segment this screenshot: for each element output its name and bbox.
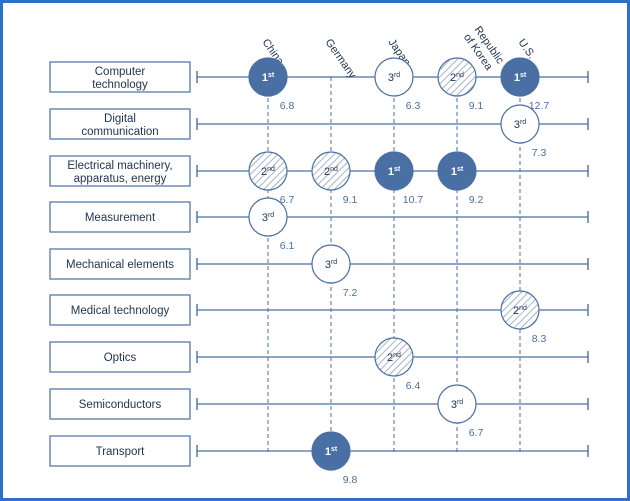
rank-circle: [311, 431, 351, 471]
rank-circle: [437, 151, 477, 191]
rank-mark: 2nd 9.1: [311, 151, 358, 206]
rank-circle: [248, 57, 288, 97]
category-box: [49, 388, 191, 420]
technology-row: Optics: [49, 341, 589, 373]
category-box: [49, 201, 191, 233]
rank-label: 1st: [451, 166, 464, 178]
value-label: 10.7: [403, 194, 424, 206]
value-label: 9.1: [469, 100, 484, 112]
value-label: 6.1: [280, 240, 295, 252]
category-box: [49, 61, 191, 93]
category-box: [49, 155, 191, 187]
rank-circle: [248, 151, 288, 191]
rank-label: 2nd: [261, 166, 275, 178]
rank-circle: [500, 104, 540, 144]
rank-mark: 2nd 6.7: [248, 151, 295, 206]
value-label: 9.1: [343, 194, 358, 206]
category-box: [49, 294, 191, 326]
rank-label: 1st: [262, 72, 275, 84]
technology-row: Measurement: [49, 201, 589, 233]
rank-circle: [374, 337, 414, 377]
rank-mark: 2nd 9.1: [437, 57, 484, 112]
rank-mark: 2nd 8.3: [500, 290, 547, 345]
category-label: Mechanical elements: [66, 259, 174, 271]
rank-circle: [311, 244, 351, 284]
rank-mark: 1st 9.2: [437, 151, 484, 206]
rank-mark: 3rd 7.3: [500, 104, 547, 159]
category-box: [49, 248, 191, 280]
rank-label: 3rd: [262, 212, 274, 224]
rank-mark: 3rd 6.1: [248, 197, 295, 252]
rank-circle: [311, 151, 351, 191]
technology-row: Transport: [49, 435, 589, 467]
rank-label: 1st: [388, 166, 401, 178]
category-box: [49, 108, 191, 140]
rank-circle: [437, 384, 477, 424]
value-label: 6.7: [469, 427, 484, 439]
category-box: [49, 435, 191, 467]
value-label: 9.2: [469, 194, 484, 206]
technology-row: Semiconductors: [49, 388, 589, 420]
rank-label: 2nd: [450, 72, 464, 84]
technology-row: Mechanical elements: [49, 248, 589, 280]
category-label: Transport: [96, 446, 146, 458]
category-label: Medical technology: [71, 305, 170, 317]
rank-mark: 2nd 6.4: [374, 337, 421, 392]
value-label: 8.3: [532, 333, 547, 345]
country-header: Germany: [323, 37, 359, 81]
rank-label: 3rd: [451, 399, 463, 411]
category-label: Semiconductors: [79, 399, 162, 411]
value-label: 7.3: [532, 147, 547, 159]
rank-circle: [437, 57, 477, 97]
category-box: [49, 341, 191, 373]
value-label: 12.7: [529, 100, 550, 112]
rank-circle: [500, 290, 540, 330]
rank-mark: 1st 9.8: [311, 431, 358, 486]
category-label: Electrical machinery,apparatus, energy: [67, 160, 172, 185]
rank-circle: [374, 57, 414, 97]
rank-label: 2nd: [324, 166, 338, 178]
rank-mark: 1st 12.7: [500, 57, 550, 112]
value-label: 7.2: [343, 287, 358, 299]
value-label: 6.4: [406, 380, 421, 392]
rank-circle: [374, 151, 414, 191]
rank-label: 3rd: [388, 72, 400, 84]
rank-label: 2nd: [387, 352, 401, 364]
category-label: Optics: [104, 352, 137, 364]
technology-row: Medical technology: [49, 294, 589, 326]
rank-label: 2nd: [513, 305, 527, 317]
rank-mark: 1st 6.8: [248, 57, 295, 112]
rank-label: 1st: [325, 446, 338, 458]
rank-mark: 1st 10.7: [374, 151, 424, 206]
rank-circle: [248, 197, 288, 237]
rank-label: 3rd: [325, 259, 337, 271]
category-label: Measurement: [85, 212, 156, 224]
value-label: 6.7: [280, 194, 295, 206]
rank-circle: [500, 57, 540, 97]
rank-label: 3rd: [514, 119, 526, 131]
rank-mark: 3rd 7.2: [311, 244, 358, 299]
value-label: 6.3: [406, 100, 421, 112]
rank-label: 1st: [514, 72, 527, 84]
rank-mark: 3rd 6.7: [437, 384, 484, 439]
value-label: 6.8: [280, 100, 295, 112]
value-label: 9.8: [343, 474, 358, 486]
rank-mark: 3rd 6.3: [374, 57, 421, 112]
